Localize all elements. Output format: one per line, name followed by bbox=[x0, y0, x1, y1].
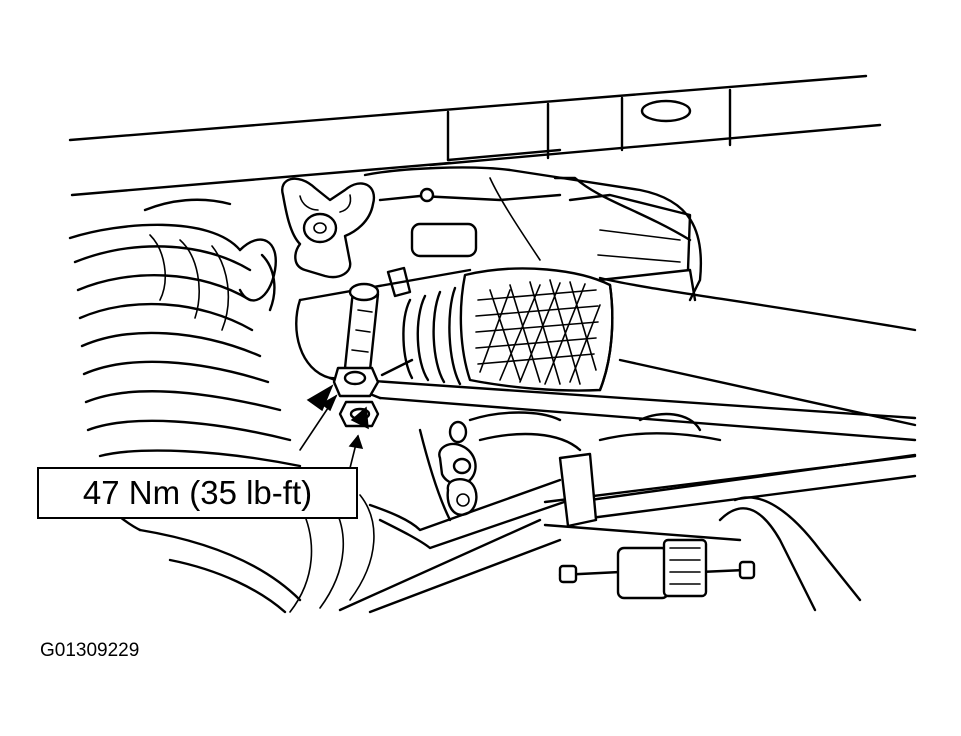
exhaust-pipe bbox=[295, 267, 917, 427]
transmission-housing bbox=[363, 166, 703, 302]
figure-id-label: G01309229 bbox=[40, 640, 140, 661]
lower-lines bbox=[338, 412, 917, 614]
floor-pan-lines bbox=[68, 74, 882, 197]
lower-hanger bbox=[438, 411, 582, 516]
torque-pointer-arrows bbox=[299, 384, 369, 469]
cross-brace bbox=[328, 376, 917, 442]
heat-shield-contours bbox=[68, 198, 375, 614]
torque-spec-label: 47 Nm (35 lb-ft) bbox=[37, 467, 358, 519]
exhaust-hanger bbox=[281, 177, 435, 279]
woven-mesh bbox=[475, 279, 601, 385]
